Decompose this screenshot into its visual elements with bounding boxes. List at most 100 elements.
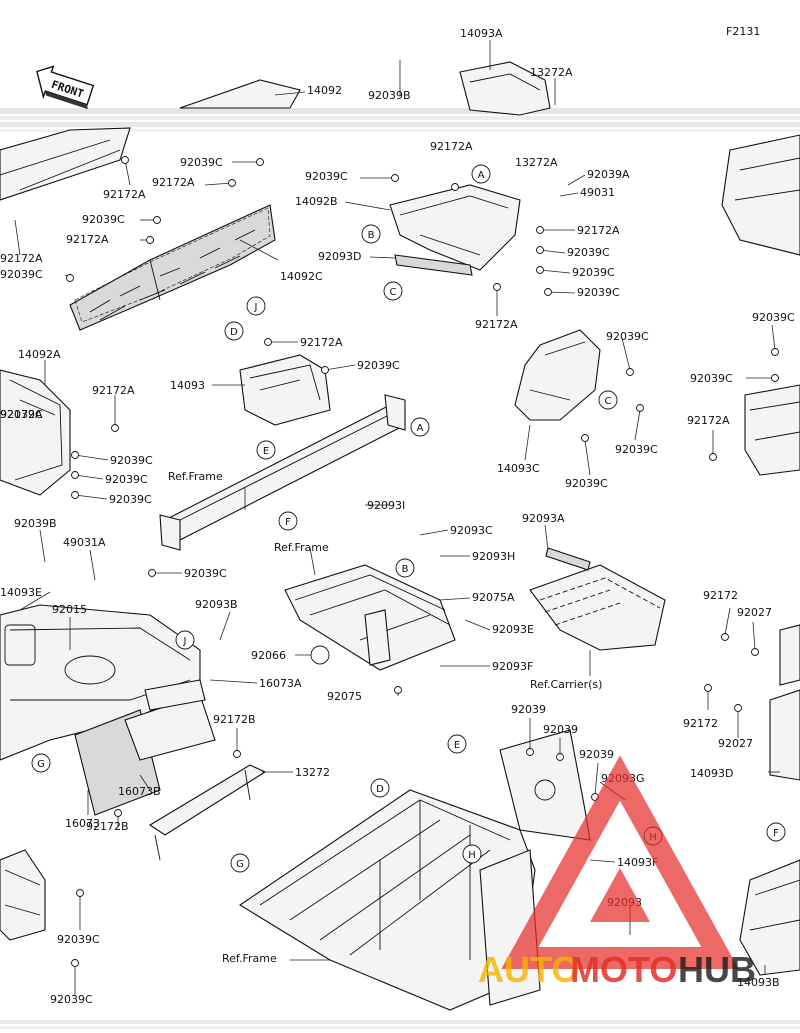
callout-14092c: 14092C <box>280 270 323 283</box>
callout-ref-frame-2: Ref.Frame <box>274 541 329 554</box>
callout-92039c-8: 92039C <box>577 286 620 299</box>
callout-14093b: 14093B <box>737 976 780 989</box>
duct-14093c <box>514 329 601 421</box>
marker-b-1: B <box>361 224 381 244</box>
callout-92039c-18: 92039C <box>184 567 227 580</box>
marker-g-2: G <box>230 853 250 873</box>
callout-14093a: 14093A <box>460 27 503 40</box>
callout-92039c-2: 92039C <box>82 213 125 226</box>
callout-92172-1: 92172 <box>703 589 738 602</box>
callout-92093h: 92093H <box>472 550 515 563</box>
marker-j-2: J <box>175 630 195 650</box>
panel-14092a <box>0 369 71 496</box>
rear-deck-frame <box>284 564 456 671</box>
callout-92039b-1: 92039B <box>368 89 411 102</box>
svg-text:B: B <box>368 230 375 241</box>
marker-j-1: J <box>246 296 266 316</box>
callout-92075: 92075 <box>327 690 362 703</box>
callout-92015: 92015 <box>52 603 87 616</box>
callout-92172a-11: 92172A <box>687 414 730 427</box>
callout-92093b: 92093B <box>195 598 238 611</box>
watermark-moto: MOTO <box>570 949 677 990</box>
callout-92027-2: 92027 <box>718 737 753 750</box>
callout-labels: 14092 14093A 13272A 92039B 92172A 92039C… <box>0 27 795 1006</box>
callout-92066: 92066 <box>251 649 286 662</box>
watermark-logo <box>501 755 739 969</box>
callout-92172a-1: 92172A <box>103 188 146 201</box>
callout-92172b-2: 92172B <box>86 820 129 833</box>
callout-14092a: 14092A <box>18 348 61 361</box>
svg-text:C: C <box>605 396 612 407</box>
callout-92039c-15: 92039C <box>565 477 608 490</box>
svg-text:A: A <box>417 423 424 434</box>
callout-13272a-2: 13272A <box>515 156 558 169</box>
callout-92039c-1: 92039C <box>180 156 223 169</box>
svg-text:E: E <box>263 446 269 457</box>
callout-92075a: 92075A <box>472 591 515 604</box>
duct-14093b <box>739 859 800 976</box>
svg-text:H: H <box>468 850 476 861</box>
svg-text:J: J <box>254 302 258 313</box>
svg-text:C: C <box>390 287 397 298</box>
cover-14092b <box>389 184 521 271</box>
marker-f-2: F <box>766 822 786 842</box>
marker-h-1: H <box>462 844 482 864</box>
callout-13272: 13272 <box>295 766 330 779</box>
callout-92039c-14: 92039C <box>615 443 658 456</box>
callout-13272a-1: 13272A <box>530 66 573 79</box>
marker-b-2: B <box>395 558 415 578</box>
callout-92039c-6: 92039C <box>567 246 610 259</box>
heat-shield-16073 <box>74 679 216 816</box>
bracket-13272 <box>148 764 267 861</box>
callout-16073b: 16073B <box>118 785 161 798</box>
carrier-tray <box>529 547 666 651</box>
callout-92039-2: 92039 <box>543 723 578 736</box>
marker-d-2: D <box>370 778 390 798</box>
callout-92039-1: 92039 <box>511 703 546 716</box>
callout-92039c-16: 92039C <box>752 311 795 324</box>
callout-92093e: 92093E <box>492 623 534 636</box>
marker-c-1: C <box>383 281 403 301</box>
callout-92093a: 92093A <box>522 512 565 525</box>
callout-92172-2: 92172 <box>683 717 718 730</box>
panel-14093d <box>769 624 800 781</box>
callout-ref-frame-3: Ref.Frame <box>222 952 277 965</box>
callout-92039b-2: 92039B <box>14 517 57 530</box>
right-panel-upper <box>721 134 800 476</box>
scan-noise-top <box>0 108 800 132</box>
callout-92172a-8: 92172A <box>475 318 518 331</box>
callout-92039c-17: 92039C <box>690 372 733 385</box>
callout-92039-3: 92039 <box>579 748 614 761</box>
figure-code: F2131 <box>726 25 760 38</box>
floor-mat-14092c <box>69 204 276 331</box>
callout-92172a-4: 92172A <box>0 252 43 265</box>
callout-14093: 14093 <box>170 379 205 392</box>
callout-92172a-9: 92172A <box>300 336 343 349</box>
svg-text:E: E <box>454 740 460 751</box>
callout-92039c-9: 92039C <box>357 359 400 372</box>
callout-92039c-3: 92039C <box>0 268 43 281</box>
callout-14093f: 14093F <box>617 856 658 869</box>
svg-text:J: J <box>183 636 187 647</box>
svg-text:G: G <box>236 859 244 870</box>
callout-16073: 16073 <box>65 817 100 830</box>
callout-92039c-19: 92039C <box>57 933 100 946</box>
callout-92172a-10: 92172A <box>92 384 135 397</box>
marker-f-1: F <box>278 511 298 531</box>
callout-92039c-13: 92039C <box>606 330 649 343</box>
callout-92039c-12: 92039C <box>109 493 152 506</box>
callout-92172a-3: 92172A <box>66 233 109 246</box>
callout-16073a: 16073A <box>259 677 302 690</box>
callout-92039c-20: 92039C <box>50 993 93 1006</box>
callout-92039c-7: 92039C <box>572 266 615 279</box>
callout-92172a-7: 92172A <box>577 224 620 237</box>
callout-ref-carriers: Ref.Carrier(s) <box>530 678 602 691</box>
duct-14093a <box>459 61 551 116</box>
callout-92172b-1: 92172B <box>213 713 256 726</box>
frame-crossbar <box>159 394 406 551</box>
callout-14092b: 14092B <box>295 195 338 208</box>
callout-92039c-11: 92039C <box>105 473 148 486</box>
callout-49031: 49031 <box>580 186 615 199</box>
callout-49031a: 49031A <box>63 536 106 549</box>
